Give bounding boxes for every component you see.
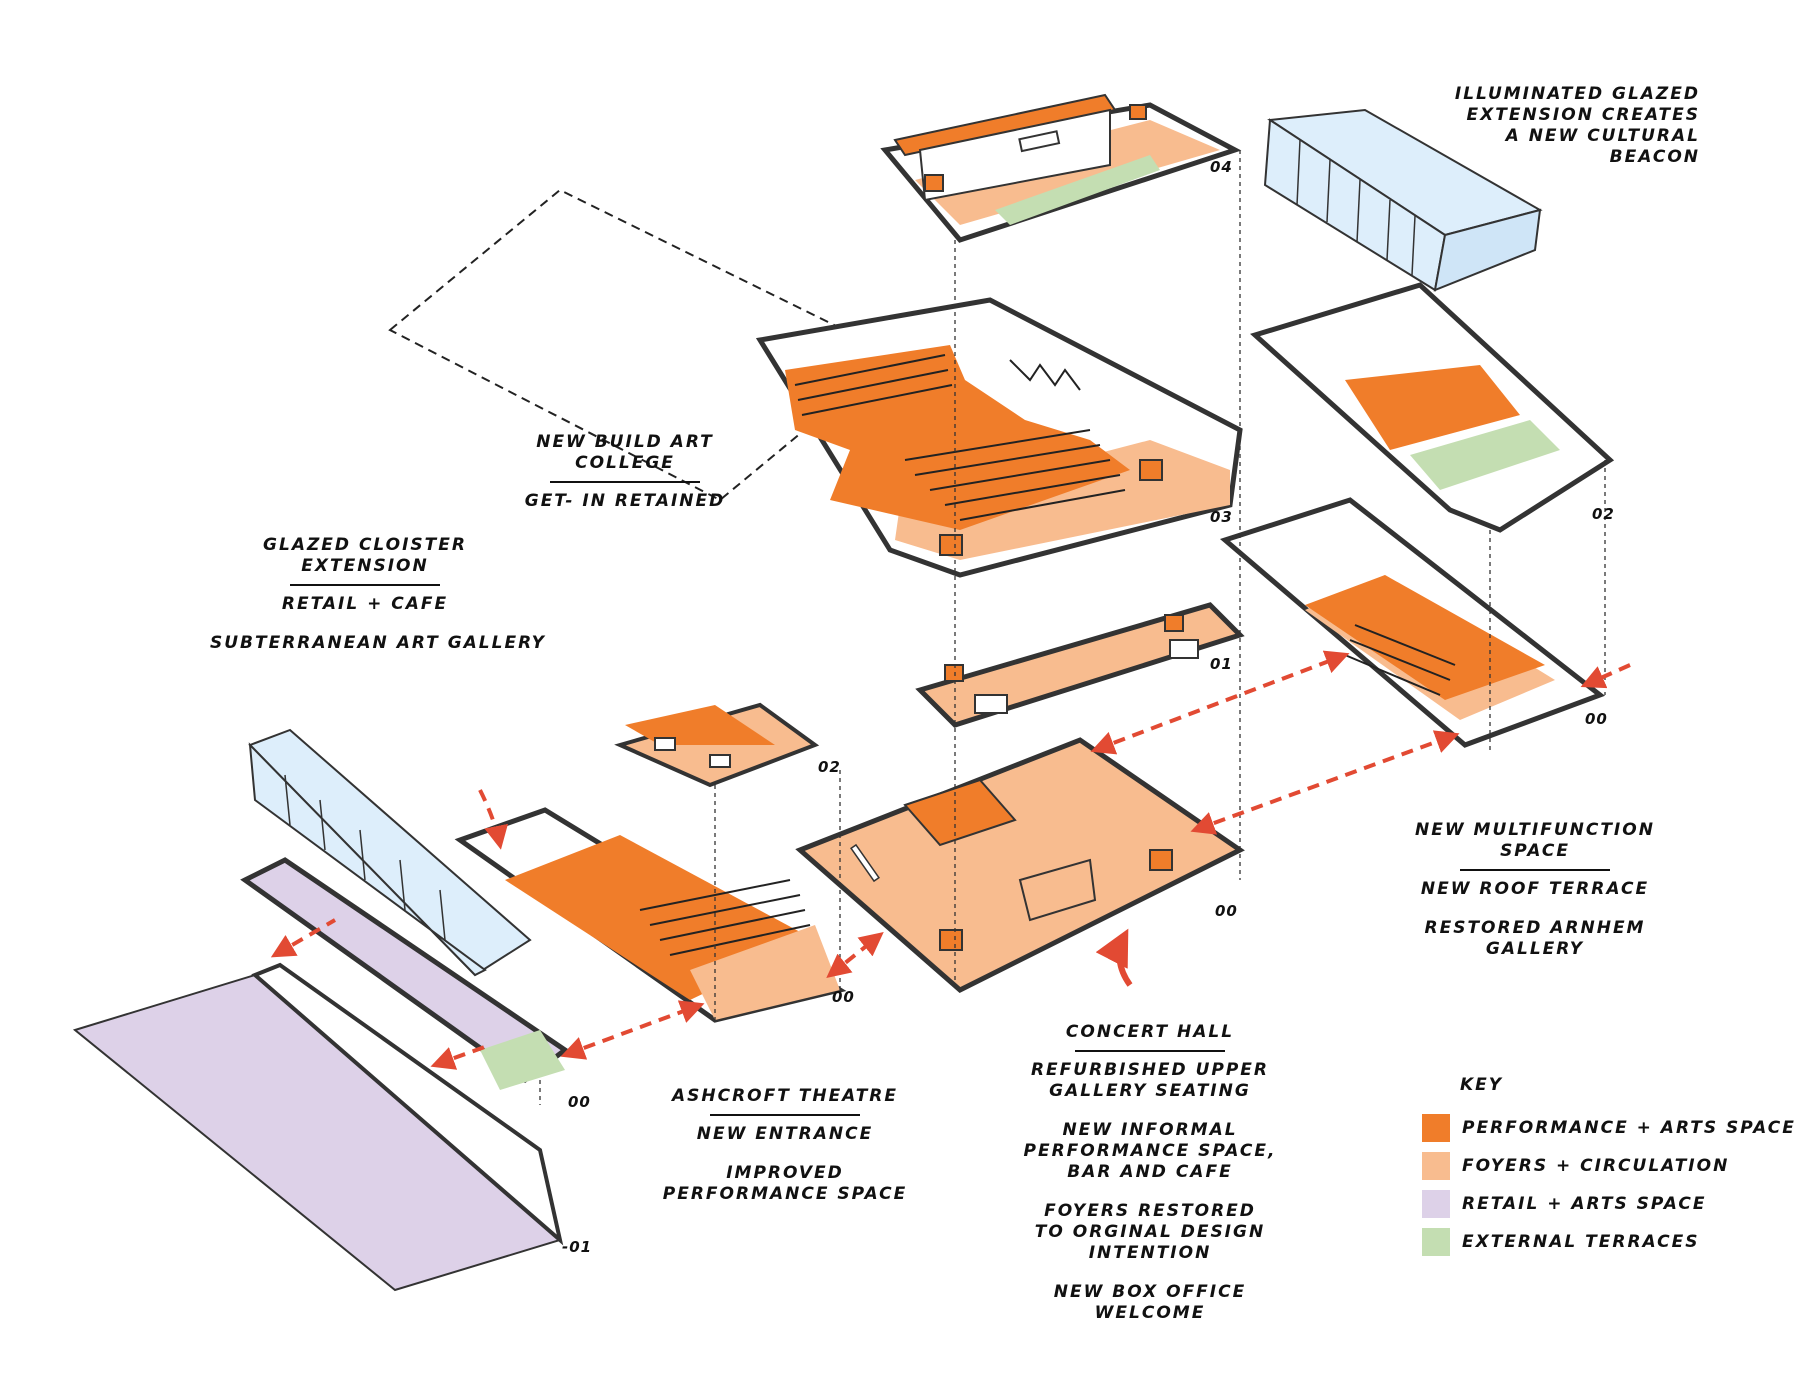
- multifunction-line1: NEW MULTIFUNCTION: [1415, 820, 1655, 840]
- concert-sub3b: TO ORGINAL DESIGN: [1034, 1222, 1266, 1242]
- level-label-04: 04: [1210, 158, 1233, 176]
- legend: KEY PERFORMANCE + ARTS SPACE FOYERS + CI…: [1422, 1075, 1796, 1261]
- concert-sub1b: GALLERY SEATING: [1049, 1081, 1251, 1101]
- ashcroft-level-00-plan: [454, 807, 847, 1023]
- art-college-line1: NEW BUILD ART: [536, 432, 714, 452]
- multifunction-sub2b: GALLERY: [1485, 939, 1585, 959]
- ashcroft-sub2a: IMPROVED: [726, 1163, 844, 1183]
- concert-sub4b: WELCOME: [1094, 1303, 1206, 1323]
- art-college-line2: COLLEGE: [575, 453, 675, 473]
- legend-swatch-performance: [1422, 1114, 1450, 1142]
- ashcroft-sub2b: PERFORMANCE SPACE: [662, 1184, 908, 1204]
- legend-swatch-terraces: [1422, 1228, 1450, 1256]
- legend-swatch-retail: [1422, 1190, 1450, 1218]
- level-label-00-concert: 00: [1215, 902, 1238, 920]
- multifunction-label: NEW MULTIFUNCTION SPACE NEW ROOF TERRACE…: [1395, 820, 1675, 960]
- legend-item: FOYERS + CIRCULATION: [1422, 1147, 1796, 1185]
- cloister-line2: EXTENSION: [301, 556, 429, 576]
- level-label-00-ashcroft: 00: [832, 988, 855, 1006]
- legend-label: EXTERNAL TERRACES: [1462, 1232, 1700, 1252]
- divider: [710, 1114, 860, 1116]
- concert-sub3c: INTENTION: [1088, 1243, 1212, 1263]
- divider: [550, 481, 700, 483]
- ashcroft-level-02-plan: [614, 702, 820, 788]
- concert-sub1a: REFURBISHED UPPER: [1030, 1060, 1270, 1080]
- level-label-01: 01: [1210, 655, 1233, 673]
- legend-label: PERFORMANCE + ARTS SPACE: [1462, 1118, 1796, 1138]
- level-02-right-plan: [1250, 282, 1615, 533]
- concert-sub2b: PERFORMANCE SPACE,: [1023, 1141, 1277, 1161]
- concert-sub2c: BAR AND CAFE: [1067, 1162, 1233, 1182]
- glazed-cloister-block: [248, 728, 532, 977]
- concert-sub2a: NEW INFORMAL: [1062, 1120, 1238, 1140]
- beacon-line3: A NEW CULTURAL: [1505, 126, 1700, 146]
- level-00-concert-plan: [795, 737, 1245, 993]
- concert-sub3a: FOYERS RESTORED: [1044, 1201, 1256, 1221]
- level-01-plan: [915, 602, 1245, 728]
- concert-title: CONCERT HALL: [1065, 1022, 1235, 1042]
- circulation-arrows: [270, 650, 1631, 1070]
- level-04-plan: [880, 93, 1242, 243]
- level-label-02-right: 02: [1592, 505, 1615, 523]
- ashcroft-title: ASHCROFT THEATRE: [671, 1086, 899, 1106]
- multifunction-sub2a: RESTORED ARNHEM: [1424, 918, 1646, 938]
- concert-hall-label: CONCERT HALL REFURBISHED UPPER GALLERY S…: [1000, 1022, 1300, 1324]
- divider: [290, 584, 440, 586]
- level-00-right-plan: [1219, 497, 1606, 748]
- legend-title: KEY: [1460, 1075, 1504, 1095]
- level-label-03: 03: [1210, 508, 1233, 526]
- basement-level-minus01-plan: [72, 962, 564, 1292]
- concert-sub4a: NEW BOX OFFICE: [1053, 1282, 1247, 1302]
- ashcroft-label: ASHCROFT THEATRE NEW ENTRANCE IMPROVED P…: [640, 1086, 930, 1205]
- divider: [1460, 869, 1610, 871]
- level-label-00-cloister: 00: [568, 1093, 591, 1111]
- cloister-level-00-plan: [240, 857, 570, 1090]
- level-label-00-right: 00: [1585, 710, 1608, 728]
- ashcroft-sub1: NEW ENTRANCE: [696, 1124, 874, 1144]
- cloister-line1: GLAZED CLOISTER: [263, 535, 467, 555]
- level-label-minus01: -01: [562, 1238, 593, 1256]
- divider: [1075, 1050, 1225, 1052]
- legend-label: FOYERS + CIRCULATION: [1462, 1156, 1730, 1176]
- glazed-beacon-block: [1263, 108, 1543, 292]
- legend-item: PERFORMANCE + ARTS SPACE: [1422, 1109, 1796, 1147]
- art-college-sub: GET- IN RETAINED: [524, 491, 726, 511]
- beacon-line2: EXTENSION CREATES: [1466, 105, 1700, 125]
- legend-label: RETAIL + ARTS SPACE: [1462, 1194, 1707, 1214]
- level-label-02-ashcroft: 02: [818, 758, 841, 776]
- entrance-arrow: [1095, 928, 1133, 987]
- cloister-label: GLAZED CLOISTER EXTENSION RETAIL + CAFE …: [210, 535, 546, 654]
- cloister-sub2: SUBTERRANEAN ART GALLERY: [210, 633, 546, 653]
- multifunction-line2: SPACE: [1500, 841, 1570, 861]
- beacon-line4: BEACON: [1609, 147, 1700, 167]
- legend-item: RETAIL + ARTS SPACE: [1422, 1185, 1796, 1223]
- beacon-line1: ILLUMINATED GLAZED: [1454, 84, 1700, 104]
- multifunction-sub1: NEW ROOF TERRACE: [1420, 879, 1650, 899]
- legend-item: EXTERNAL TERRACES: [1422, 1223, 1796, 1261]
- legend-swatch-foyers: [1422, 1152, 1450, 1180]
- art-college-label: NEW BUILD ART COLLEGE GET- IN RETAINED: [520, 432, 730, 512]
- level-03-plan: [755, 297, 1243, 578]
- cloister-sub1: RETAIL + CAFE: [281, 594, 449, 614]
- beacon-label: ILLUMINATED GLAZED EXTENSION CREATES A N…: [1440, 84, 1700, 168]
